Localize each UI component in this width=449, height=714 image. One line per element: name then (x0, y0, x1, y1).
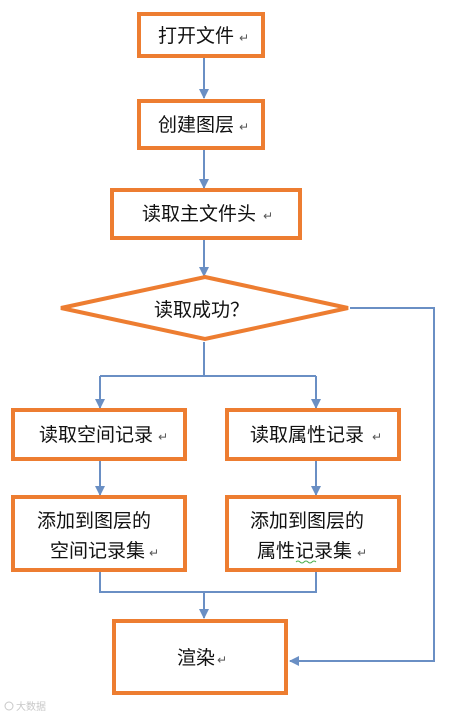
node-add-spatial-line1: 添加到图层的 (37, 510, 151, 532)
watermark: 大数据 (4, 700, 46, 713)
node-add-attribute-recordset: 添加到图层的 属性记录集 ↵ (225, 495, 401, 572)
arrow-decision-no-to-render (289, 307, 435, 666)
node-render-label: 渲染 (177, 647, 215, 669)
connector-merge (99, 572, 317, 593)
node-read-main-header-box (110, 188, 302, 240)
watermark-text: 大数据 (16, 700, 46, 713)
node-read-success-decision: 读取成功？ (60, 274, 349, 342)
node-add-spatial-line2: 空间记录集 (50, 540, 145, 562)
node-render-box (112, 619, 288, 695)
paragraph-mark: ↵ (217, 653, 227, 667)
paragraph-mark: ↵ (263, 209, 273, 223)
paragraph-mark: ↵ (372, 430, 382, 444)
paragraph-mark: ↵ (239, 31, 249, 45)
spellcheck-underline (295, 560, 317, 564)
node-add-attribute-recordset-box (225, 495, 401, 572)
node-read-main-header-label: 读取主文件头 (142, 203, 256, 225)
connectors (95, 58, 435, 666)
paragraph-mark: ↵ (149, 546, 159, 560)
node-read-spatial-records-label: 读取空间记录 (39, 424, 153, 446)
node-read-main-header: 读取主文件头 ↵ (110, 188, 302, 240)
watermark-logo-icon (4, 701, 14, 711)
node-render: 渲染 ↵ (112, 619, 288, 695)
node-open-file-box (137, 12, 265, 58)
node-read-attribute-records: 读取属性记录 ↵ (225, 408, 401, 461)
node-create-layer-box (137, 99, 265, 150)
node-read-attribute-records-box (225, 408, 401, 461)
node-create-layer-label: 创建图层 (158, 114, 234, 136)
node-add-spatial-recordset-box (11, 495, 187, 572)
node-add-spatial-recordset: 添加到图层的 空间记录集 ↵ (11, 495, 187, 572)
node-read-spatial-records: 读取空间记录 ↵ (11, 408, 187, 461)
node-read-attribute-records-label: 读取属性记录 (250, 424, 364, 446)
node-create-layer: 创建图层 ↵ (137, 99, 265, 150)
paragraph-mark: ↵ (158, 430, 168, 444)
paragraph-mark: ↵ (239, 120, 249, 134)
node-read-success-label: 读取成功？ (154, 299, 249, 321)
connector-decision-split (100, 342, 205, 377)
node-add-attribute-line2: 属性记录集 (257, 540, 352, 562)
node-open-file: 打开文件 ↵ (137, 12, 265, 58)
node-open-file-label: 打开文件 (158, 25, 234, 47)
paragraph-mark: ↵ (357, 546, 367, 560)
node-read-spatial-records-box (11, 408, 187, 461)
node-add-attribute-line1: 添加到图层的 (250, 510, 364, 532)
decision-diamond (60, 274, 349, 342)
